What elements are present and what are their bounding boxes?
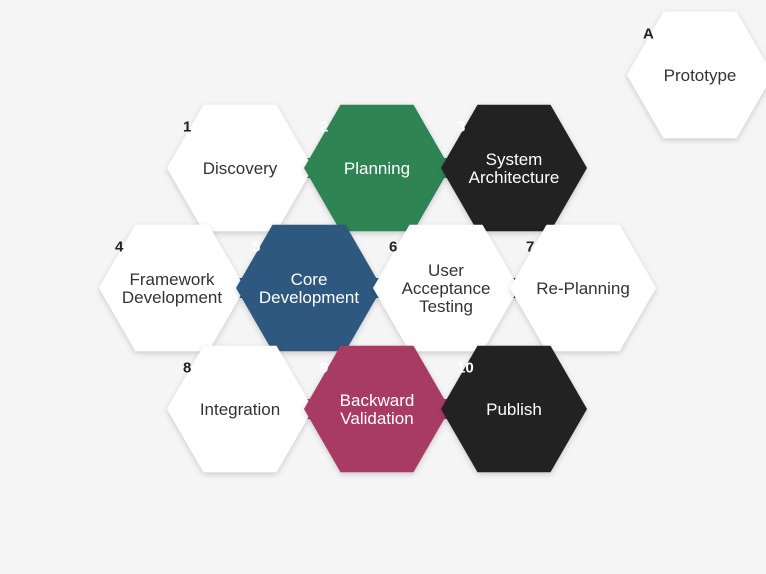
- hexagon-label-line: Testing: [419, 297, 473, 316]
- hexagon-label-line: Framework: [129, 270, 215, 289]
- hexagon-label-line: Core: [291, 270, 328, 289]
- hexagon-label-line: Backward: [340, 391, 415, 410]
- hexagon-label-line: System: [486, 150, 543, 169]
- hexagon-label-line: Re-Planning: [536, 279, 630, 298]
- hexagon-number: 5: [252, 238, 260, 255]
- hexagon-number: 6: [389, 238, 397, 255]
- hexagon-shape: [441, 104, 587, 232]
- hexagon-shape: [304, 104, 450, 232]
- hexagon-step-7: 7Re-Planning: [510, 224, 656, 352]
- hexagon-label-line: Integration: [200, 400, 280, 419]
- hexagon-shape: [304, 345, 450, 473]
- hexagon-label-line: Validation: [340, 409, 413, 428]
- hexagon-shape: [441, 345, 587, 473]
- hexagon-label-line: Publish: [486, 400, 542, 419]
- hexagon-shape: [167, 345, 313, 473]
- hexagon-label-line: Development: [122, 288, 222, 307]
- hexagon-number: 1: [183, 118, 191, 135]
- hexagon-shape: [99, 224, 245, 352]
- hexagon-shape: [236, 224, 382, 352]
- hexagon-shape: [167, 104, 313, 232]
- hexagon-label-line: User: [428, 261, 464, 280]
- hexagon-number: 2: [320, 118, 328, 135]
- hexagon-label-line: Planning: [344, 159, 410, 178]
- hexagon-label-line: Acceptance: [402, 279, 491, 298]
- hexagon-shape: [510, 224, 656, 352]
- hexagon-shape: [627, 11, 766, 139]
- hexagon-label-line: Prototype: [664, 66, 737, 85]
- hexagon-step-A: A Prototype: [627, 11, 766, 139]
- hexagon-number: A: [643, 25, 654, 42]
- hexagon-layer: APrototype1Discovery2Planning3SystemArch…: [99, 11, 766, 473]
- hexagon-number: 4: [115, 238, 124, 255]
- hexagon-label-line: Architecture: [469, 168, 560, 187]
- hexagon-shape: [373, 224, 519, 352]
- hexagon-number: 8: [183, 359, 191, 376]
- hexagon-label-line: Development: [259, 288, 359, 307]
- hexagon-number: 9: [320, 359, 328, 376]
- hexagon-number: 3: [457, 118, 465, 135]
- hexagon-number: 7: [526, 238, 534, 255]
- hexagon-number: 10: [457, 359, 474, 376]
- hexagon-label-line: Discovery: [203, 159, 278, 178]
